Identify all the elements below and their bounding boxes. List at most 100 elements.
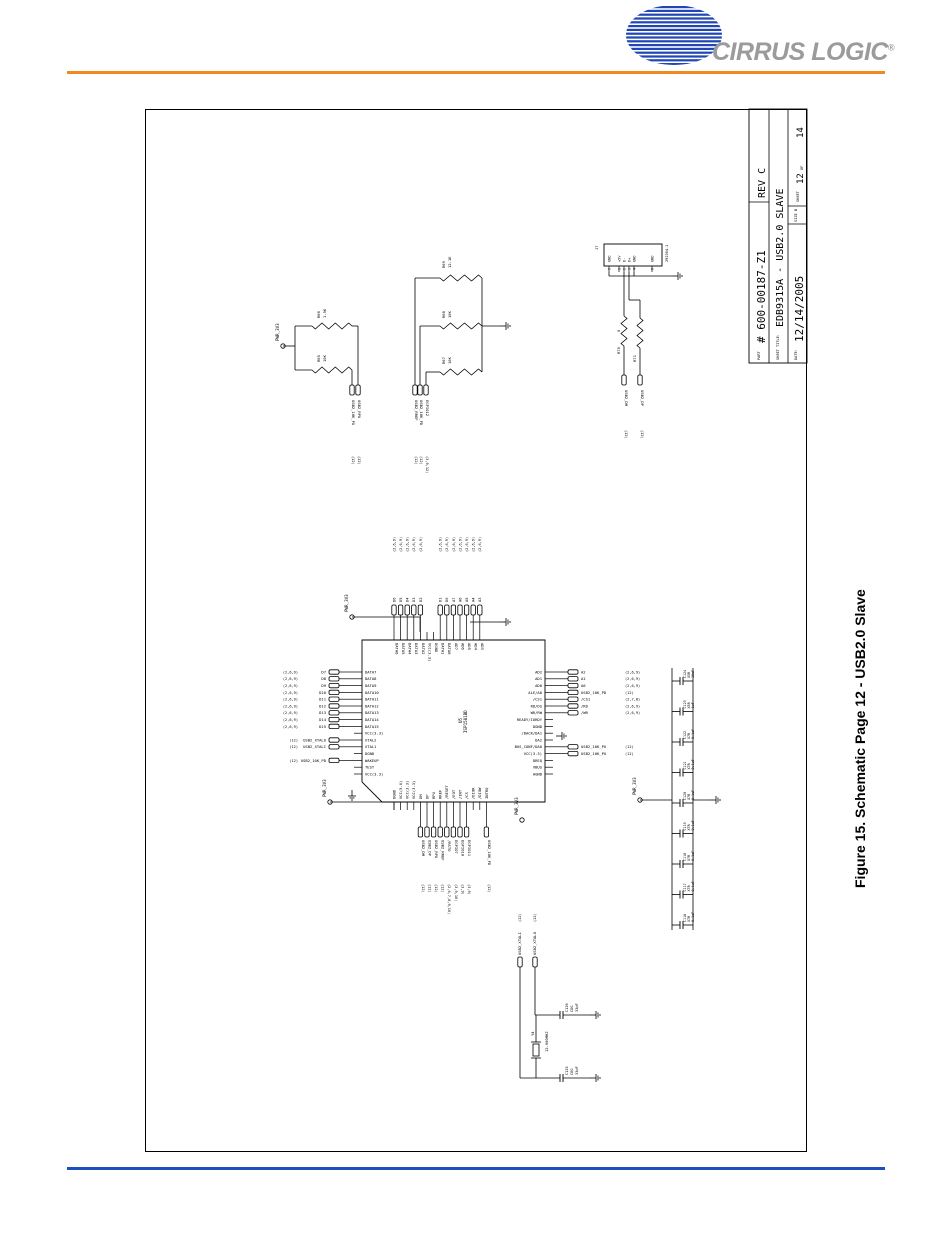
part-number: # 600-00187-Z1 bbox=[755, 250, 768, 343]
logo-stripe bbox=[626, 36, 722, 39]
net-ref-left: (2,6,9) bbox=[283, 711, 298, 715]
pin-name-bottom: /CS bbox=[464, 791, 469, 799]
net-ref-top: (2,6,9) bbox=[445, 537, 449, 552]
pin-name-top: DGND bbox=[434, 643, 439, 653]
pin-name-bottom: DM bbox=[418, 794, 423, 799]
net-name-top: D2 bbox=[418, 597, 423, 602]
sheet-title-label: SHEET TITLE: bbox=[776, 334, 780, 360]
decap-value: 1uF bbox=[691, 702, 695, 708]
r65-ref: R65 bbox=[316, 355, 321, 362]
net-port-box bbox=[417, 604, 424, 616]
net-port bbox=[411, 604, 417, 616]
power-symbol: PWR_3V3 bbox=[632, 777, 643, 803]
j7-pin-name: D- bbox=[622, 258, 626, 262]
net-port bbox=[532, 956, 538, 968]
logo-stripe bbox=[626, 51, 722, 54]
decap-ref: C124 bbox=[683, 670, 687, 678]
net-name-left: D14 bbox=[319, 717, 327, 722]
ic-ref: U5 bbox=[458, 717, 463, 723]
xtal-net: USB2_XTALO bbox=[532, 931, 537, 955]
r70-ref: R70 bbox=[616, 346, 621, 354]
pin-name-right: AD2 bbox=[535, 669, 542, 674]
net-ref-right: (12) bbox=[625, 752, 634, 756]
pin-name-bottom: /DIOW bbox=[477, 787, 482, 799]
net-port-box bbox=[463, 826, 470, 838]
net-port-box bbox=[328, 717, 340, 723]
pin-name-bottom: /DIOR bbox=[471, 787, 476, 799]
resistor-r65 bbox=[311, 366, 353, 374]
rref-net: EGPIO12 bbox=[425, 400, 430, 416]
logo-stripe bbox=[626, 13, 722, 16]
pin-name-top: DATA6 bbox=[394, 643, 399, 655]
net-port-box bbox=[430, 826, 437, 838]
power-label: PWR_3V3 bbox=[344, 594, 349, 612]
usb-net: USB2_DP bbox=[640, 390, 645, 407]
pin-name-bottom: VCC(3.3) bbox=[411, 781, 416, 799]
resistor-zigzag bbox=[311, 322, 353, 330]
pin-name-bottom: VCC(5.0) bbox=[398, 781, 403, 799]
net-port-box bbox=[411, 604, 417, 616]
decap-value: 0.1uF bbox=[691, 820, 695, 830]
net-ref-bottom: (3,9) bbox=[467, 884, 471, 895]
logo-stripe bbox=[626, 59, 722, 62]
logo-stripe bbox=[626, 44, 722, 47]
net-port bbox=[457, 826, 463, 838]
decap-value: 10uF bbox=[691, 670, 695, 678]
part-label: PART bbox=[757, 351, 761, 360]
resistor-zigzag bbox=[311, 366, 353, 374]
net-ref-top: (2,6,9) bbox=[412, 537, 416, 552]
decap-ref: C123 bbox=[683, 700, 687, 708]
decap-type: X7R bbox=[687, 915, 691, 922]
r65-value: 10K bbox=[322, 354, 327, 362]
decap-ref: C118 bbox=[683, 853, 687, 861]
net-port bbox=[444, 604, 450, 616]
ground-symbol bbox=[500, 322, 511, 330]
decap-type: X7R bbox=[687, 793, 691, 800]
net-ref-bottom: (12) bbox=[421, 884, 425, 893]
decap-value: 0.1uF bbox=[691, 790, 695, 800]
net-port bbox=[328, 676, 340, 682]
decap-ref: C117 bbox=[683, 883, 687, 891]
r66-ref: R66 bbox=[316, 310, 321, 318]
pin-name-left: DATA14 bbox=[365, 717, 379, 722]
net-port-box bbox=[437, 604, 443, 616]
logo-stripe bbox=[626, 32, 722, 35]
net-port-box bbox=[391, 604, 397, 616]
net-name-right: A1 bbox=[581, 676, 586, 681]
net-ref-top: (2,6,9) bbox=[452, 537, 456, 552]
net-ref-right: (12) bbox=[625, 691, 634, 695]
usb-ref: (12) bbox=[640, 430, 644, 439]
pin-name-top: DATA3 bbox=[414, 643, 419, 654]
resistor-r70 bbox=[620, 315, 628, 347]
pin-name-top: DATA1 bbox=[441, 643, 446, 655]
net-port-box bbox=[328, 669, 340, 675]
net-name-bottom: EGPIO7 bbox=[454, 840, 459, 854]
resistor-r69 bbox=[439, 274, 483, 282]
net-ref-right: (2,6,9) bbox=[625, 677, 640, 681]
net-port bbox=[328, 723, 340, 730]
net-name-top: A3 bbox=[477, 597, 482, 602]
net-port bbox=[437, 826, 443, 838]
net-name-right: /WR bbox=[581, 710, 589, 715]
net-ref-bottom: (3,9) bbox=[460, 884, 464, 895]
net-name-top: A5 bbox=[464, 597, 469, 602]
pin-name-bottom: RPU bbox=[431, 791, 436, 799]
net-port-box bbox=[412, 384, 418, 396]
cap-type: COG bbox=[570, 1069, 574, 1076]
net-name-top: D6 bbox=[391, 597, 396, 602]
net-ref-left: (2,6,9) bbox=[283, 677, 298, 681]
resistor-zigzag bbox=[439, 274, 483, 282]
net-port bbox=[637, 374, 643, 386]
pin-name-left: DATA7 bbox=[365, 669, 376, 674]
net-port-box bbox=[355, 384, 361, 396]
decap-type: X7R bbox=[687, 732, 691, 739]
decap-ref: C122 bbox=[683, 731, 687, 739]
rref-ref: (12) bbox=[419, 456, 423, 465]
pin-name-right: /DACK/DA1 bbox=[521, 731, 542, 736]
j7-pin-number: 6 bbox=[650, 268, 654, 270]
net-port bbox=[430, 826, 437, 838]
resistor-zigzag bbox=[439, 368, 483, 376]
